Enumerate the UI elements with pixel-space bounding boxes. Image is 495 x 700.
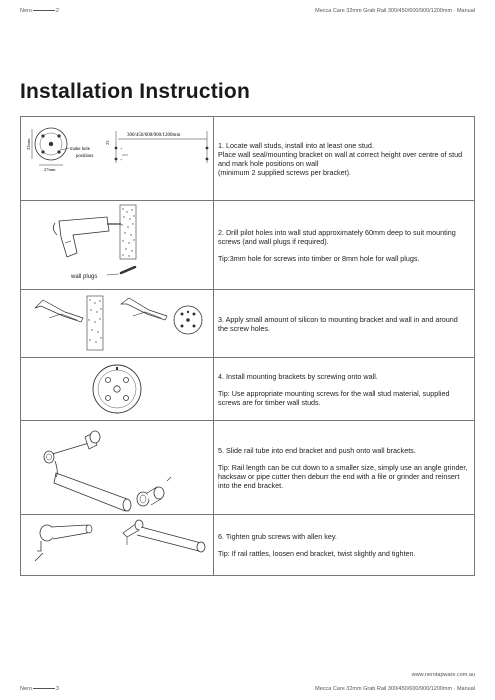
header-rule bbox=[32, 10, 55, 12]
bracket-drawing bbox=[92, 364, 142, 414]
step-4-line-1: 4. Install mounting brackets by screwing… bbox=[218, 371, 378, 381]
step-2-text: 2. Drill pilot holes into wall stud appr… bbox=[213, 200, 475, 290]
dim-23-label: 23 bbox=[105, 140, 110, 145]
header-brand: Nero bbox=[20, 8, 32, 14]
step-4-line-2: Tip: Use appropriate mounting screws for… bbox=[218, 388, 450, 407]
header-page-number: 2 bbox=[55, 8, 59, 14]
positions-label: positions bbox=[76, 154, 93, 159]
header-doc-title: Mecca Care 32mm Grab Rail 300/450/600/90… bbox=[315, 8, 475, 14]
step-row-2: wall plugs 2. Drill pilot holes into wal… bbox=[20, 200, 475, 290]
instruction-table: 32mm 27mm make hole positions 300/450/60… bbox=[20, 116, 475, 576]
dim-32-label: 32mm bbox=[26, 138, 31, 150]
step-3-line-1: 3. Apply small amount of silicon to moun… bbox=[218, 314, 458, 333]
step-6-text: 6. Tighten grub screws with allen key. T… bbox=[213, 514, 475, 576]
rail-assembly-drawing bbox=[43, 430, 172, 512]
footer-doc-title: Mecca Care 32mm Grab Rail 300/450/600/90… bbox=[315, 686, 475, 692]
step-row-5: 5. Slide rail tube into end bracket and … bbox=[20, 420, 475, 515]
step-row-6: 6. Tighten grub screws with allen key. T… bbox=[20, 514, 475, 576]
wall-plugs-label: wall plugs bbox=[70, 274, 97, 280]
step-5-line-1: 5. Slide rail tube into end bracket and … bbox=[218, 445, 416, 455]
footer-brand: Nero bbox=[20, 686, 32, 692]
step-1-text: 1. Locate wall studs, install into at le… bbox=[213, 116, 475, 201]
svg-text:+: + bbox=[120, 157, 123, 162]
step-3-diagram bbox=[20, 289, 214, 358]
step-5-text: 5. Slide rail tube into end bracket and … bbox=[213, 420, 475, 515]
step-row-4: 4. Install mounting brackets by screwing… bbox=[20, 357, 475, 421]
step-5-diagram bbox=[20, 420, 214, 515]
rail-length-label: 300/450/600/900/1200mm bbox=[127, 133, 180, 138]
step-3-text: 3. Apply small amount of silicon to moun… bbox=[213, 289, 475, 358]
step-1-line-3: (minimum 2 supplied screws per bracket). bbox=[218, 167, 352, 177]
svg-text:+: + bbox=[120, 146, 123, 151]
step-6-line-1: 6. Tighten grub screws with allen key. bbox=[218, 532, 337, 541]
page-header: Nero 2 Mecca Care 32mm Grab Rail 300/450/… bbox=[20, 8, 475, 18]
make-hole-label: make hole bbox=[70, 147, 90, 152]
step-1-line-2: Place wall seal/mounting bracket on wall… bbox=[218, 149, 463, 168]
step-2-line-1: 2. Drill pilot holes into wall stud appr… bbox=[218, 227, 456, 246]
step-2-line-2: Tip:3mm hole for screws into timber or 8… bbox=[218, 253, 420, 263]
dim-27-label: 27mm bbox=[44, 167, 56, 172]
step-4-text: 4. Install mounting brackets by screwing… bbox=[213, 357, 475, 421]
step-4-diagram bbox=[20, 357, 214, 421]
step-1-diagram: 32mm 27mm make hole positions 300/450/60… bbox=[20, 116, 214, 201]
footer-website: www.nerotapware.com.au bbox=[411, 672, 475, 678]
drill-drawing: wall plugs bbox=[53, 204, 137, 280]
page-title: Installation Instruction bbox=[20, 80, 250, 103]
step-row-3: 3. Apply small amount of silicon to moun… bbox=[20, 289, 475, 358]
header-left: Nero 2 bbox=[20, 8, 59, 14]
step-6-line-2: Tip: If rail rattles, loosen end bracket… bbox=[218, 549, 416, 558]
step-2-diagram: wall plugs bbox=[20, 200, 214, 290]
silicone-drawing bbox=[34, 295, 203, 351]
footer-left: Nero 3 bbox=[20, 686, 59, 692]
grub-screw-drawing bbox=[34, 519, 206, 562]
step-6-diagram bbox=[20, 514, 214, 576]
footer-rule bbox=[32, 688, 55, 690]
footer-page-number: 3 bbox=[55, 686, 59, 692]
step-5-line-2: Tip: Rail length can be cut down to a sm… bbox=[218, 462, 468, 490]
step-1-line-1: 1. Locate wall studs, install into at le… bbox=[218, 140, 374, 150]
page-footer: www.nerotapware.com.au Nero 3 Mecca Care … bbox=[20, 672, 475, 692]
step-row-1: 32mm 27mm make hole positions 300/450/60… bbox=[20, 116, 475, 201]
bracket-layout-drawing: 32mm 27mm make hole positions 300/450/60… bbox=[26, 127, 209, 172]
